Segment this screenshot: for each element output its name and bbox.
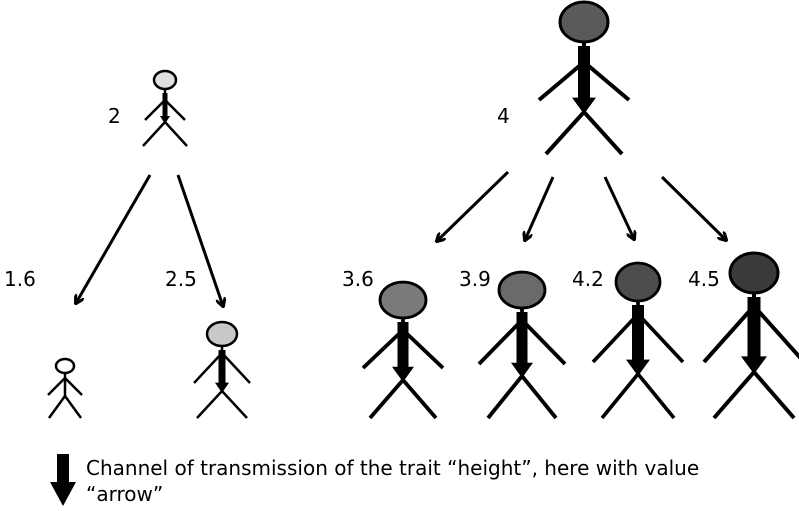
figure-arm (193, 352, 223, 384)
stick-figure (142, 69, 188, 147)
figure-leg (142, 121, 166, 147)
legend-caption-line: Channel of transmission of the trait “he… (86, 456, 700, 480)
figure-leg (164, 121, 188, 147)
inheritance-arrow (437, 170, 510, 241)
inheritance-arrow (76, 174, 152, 303)
figure-leg (63, 395, 83, 419)
figure-leg (600, 372, 640, 420)
figure-head (728, 251, 780, 295)
figure-arm (164, 99, 186, 121)
stick-figure (591, 261, 685, 420)
inheritance-arrow (176, 174, 223, 306)
transmission-arrow-icon (741, 297, 767, 374)
figure-arm (582, 60, 631, 102)
stick-figure (47, 357, 83, 419)
transmission-arrow-icon (511, 312, 533, 378)
child-value-label: 3.9 (459, 267, 491, 291)
figure-arm (636, 312, 685, 364)
child-value-label: 4.2 (572, 267, 604, 291)
figure-leg (368, 378, 405, 420)
figure-arm (47, 377, 66, 396)
figure-head (558, 0, 610, 44)
figure-leg (636, 372, 676, 420)
transmission-arrow-icon (626, 305, 650, 376)
legend-caption-line: “arrow” (86, 482, 164, 506)
child-value-label: 1.6 (4, 267, 36, 291)
figure-arm (477, 318, 524, 366)
inheritance-arrow (525, 176, 555, 240)
figure-head (378, 280, 428, 320)
stick-figure (702, 251, 799, 420)
figure-head (54, 357, 76, 375)
transmission-arrow-icon (572, 46, 596, 114)
stick-figure (193, 320, 251, 419)
figure-leg (47, 395, 67, 419)
figure-leg (712, 370, 756, 420)
child-value-label: 2.5 (165, 267, 197, 291)
parent-small-value-label: 2 (108, 104, 121, 128)
figure-arm (520, 318, 567, 366)
figure-head (614, 261, 662, 303)
parent-large-value-label: 4 (497, 104, 510, 128)
stick-figure (537, 0, 631, 156)
figure-leg (221, 390, 248, 419)
inheritance-arrow (603, 176, 634, 239)
child-value-label: 3.6 (342, 267, 374, 291)
figure-arm (64, 377, 83, 396)
legend-caption: Channel of transmission of the trait “he… (86, 455, 786, 507)
figure-arm (361, 328, 405, 370)
figure-arm (591, 312, 640, 364)
figure-leg (520, 374, 558, 420)
figure-arm (401, 328, 445, 370)
inheritance-arrows-small-parent (76, 174, 223, 306)
figure-leg (196, 390, 223, 419)
figure-head (497, 270, 547, 310)
figure-head (152, 69, 178, 91)
figure-arm (537, 60, 586, 102)
stick-figure (361, 280, 445, 420)
transmission-arrow-icon (215, 350, 229, 393)
figure-head (205, 320, 239, 348)
figure-leg (486, 374, 524, 420)
figure-arm (144, 99, 166, 121)
inheritance-arrows-large-parent (437, 170, 726, 241)
down-arrow-icon (50, 454, 76, 506)
child-value-label: 4.5 (688, 267, 720, 291)
figure-leg (544, 110, 586, 156)
figure-arm (752, 304, 799, 360)
stick-figures (47, 0, 799, 420)
figure-leg (752, 370, 796, 420)
figure-leg (401, 378, 438, 420)
figure-leg (582, 110, 624, 156)
figure-arm (221, 352, 251, 384)
figure-arm (702, 304, 756, 364)
transmission-arrow-icon (160, 93, 170, 124)
stick-figure (477, 270, 567, 420)
inheritance-arrow (660, 175, 726, 240)
transmission-arrow-icon (392, 322, 414, 382)
